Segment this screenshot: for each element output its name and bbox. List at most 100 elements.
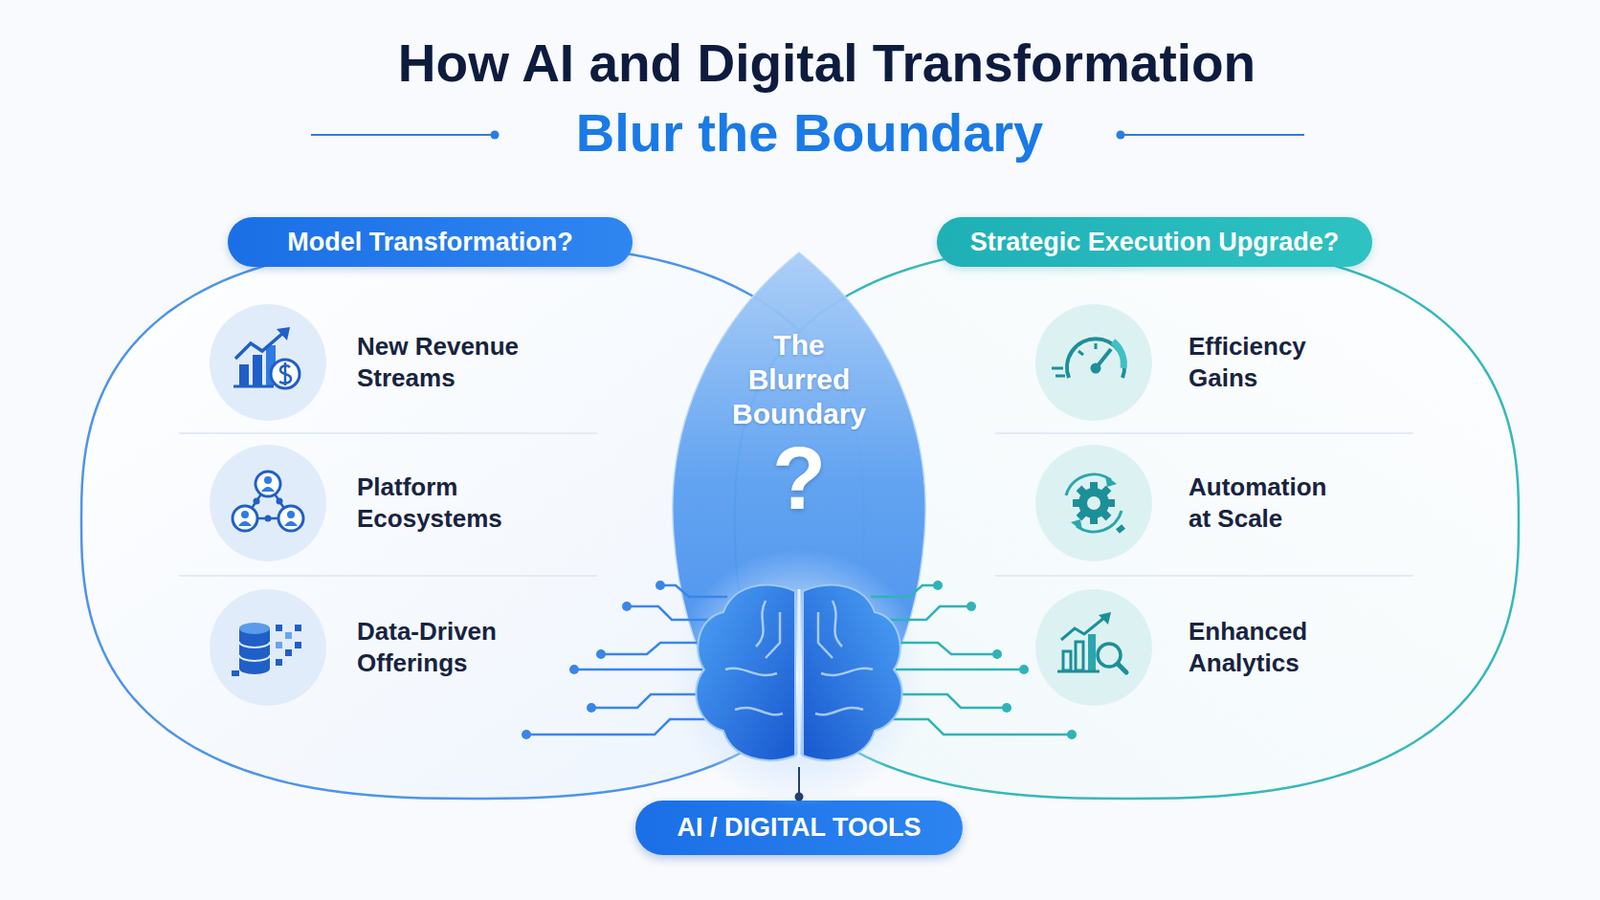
icon-gear-tooth bbox=[1089, 482, 1098, 490]
overlap-lens: The Blurred Boundary? bbox=[669, 250, 929, 768]
analytics-icon bbox=[1057, 612, 1127, 673]
icon-gear-tooth bbox=[1072, 499, 1081, 508]
icon-arrowhead bbox=[1098, 612, 1112, 625]
icon-pixel bbox=[275, 624, 283, 632]
icon-link bbox=[244, 517, 291, 521]
icon-gear-tooth bbox=[1100, 510, 1112, 521]
brain-folds bbox=[725, 600, 873, 715]
icon-gear-tooth bbox=[1076, 486, 1088, 497]
icon-gear-hole bbox=[1087, 496, 1101, 511]
group-heading: Model Transformation? bbox=[227, 217, 633, 267]
icon-bar bbox=[266, 345, 276, 386]
title-rule bbox=[1122, 133, 1305, 136]
icon-plug bbox=[231, 670, 240, 677]
icon-person-ring bbox=[232, 506, 258, 532]
brain-fold bbox=[765, 612, 780, 659]
item-label: Data-Driven Offerings bbox=[356, 616, 549, 680]
icon-coin bbox=[270, 359, 300, 389]
icon-pixel bbox=[294, 642, 302, 649]
icon-baseline bbox=[233, 385, 274, 389]
icon-person-ring bbox=[255, 471, 281, 497]
icon-bar bbox=[1088, 634, 1096, 671]
circuit-dot bbox=[992, 649, 1002, 660]
item-label: Efficiency Gains bbox=[1188, 331, 1347, 395]
brain-fold bbox=[832, 600, 843, 647]
circuit-line bbox=[600, 643, 705, 655]
icon-cycle-arrow bbox=[1076, 511, 1122, 533]
icon-lens bbox=[1097, 644, 1121, 667]
icon-speed-line bbox=[1051, 367, 1064, 371]
circuit-dot bbox=[1066, 730, 1077, 740]
icon-circle bbox=[209, 304, 327, 422]
icon-handle bbox=[1117, 664, 1127, 673]
circuit-line bbox=[888, 606, 972, 621]
brain-fold bbox=[821, 668, 873, 676]
icon-trend bbox=[235, 333, 284, 359]
brain-fold bbox=[725, 668, 778, 676]
question-mark: ? bbox=[669, 432, 929, 525]
icon-arrowhead bbox=[276, 327, 290, 341]
icon-person-head bbox=[241, 511, 249, 519]
icon-currency bbox=[279, 362, 291, 386]
icon-dot bbox=[276, 498, 284, 506]
item-label: Automation at Scale bbox=[1188, 471, 1347, 535]
icon-arrowhead bbox=[1070, 519, 1083, 532]
subtitle: Blur the Boundary bbox=[9, 102, 1600, 164]
circuit-dot bbox=[521, 730, 532, 740]
circuit-dot bbox=[596, 649, 606, 660]
circuit-dots bbox=[933, 580, 1077, 740]
brain-hemisphere bbox=[695, 585, 796, 761]
circuit-dot bbox=[655, 580, 666, 591]
network-icon bbox=[232, 471, 304, 532]
icon-person-ring bbox=[278, 506, 304, 532]
circuit-dot bbox=[1019, 665, 1029, 675]
circuit-line bbox=[870, 585, 938, 598]
icon-person-body bbox=[261, 487, 275, 492]
circuit-line bbox=[626, 606, 711, 621]
database-icon bbox=[231, 622, 302, 677]
brain-glow bbox=[669, 549, 929, 808]
icon-band bbox=[239, 655, 270, 662]
icon-circle bbox=[1035, 304, 1153, 422]
icon-person-head bbox=[287, 511, 295, 519]
tool-pill: AI / DIGITAL TOOLS bbox=[635, 800, 963, 856]
icon-pixel bbox=[294, 624, 302, 632]
icon-needle bbox=[1095, 349, 1112, 369]
circuit-line bbox=[882, 719, 1072, 735]
title: How AI and Digital Transformation bbox=[26, 32, 1600, 94]
icon-gear-tooth bbox=[1107, 499, 1115, 508]
circuit-lines bbox=[870, 585, 1072, 735]
divider bbox=[178, 432, 598, 435]
circuit-dot bbox=[1001, 703, 1012, 713]
icon-cycle-arrow bbox=[1066, 474, 1112, 496]
icon-dial bbox=[1066, 338, 1125, 378]
icon-tick bbox=[1078, 351, 1084, 356]
icon-gear-tooth bbox=[1076, 510, 1088, 521]
icon-trend bbox=[1061, 617, 1106, 641]
circuit-line bbox=[893, 643, 998, 655]
icon-circle bbox=[1035, 589, 1153, 707]
icon-pixel bbox=[285, 649, 292, 657]
brain-icon bbox=[695, 585, 902, 761]
circuit-line bbox=[660, 585, 728, 598]
circuit-line bbox=[591, 694, 707, 709]
icon-pivot bbox=[1090, 363, 1102, 375]
gear-icon bbox=[1066, 474, 1126, 534]
icon-gear-tooth bbox=[1089, 516, 1098, 525]
icon-dial-zone bbox=[1112, 341, 1124, 369]
icon-tick bbox=[1094, 343, 1098, 350]
icon-dot bbox=[265, 515, 272, 523]
brain-fold bbox=[815, 708, 864, 715]
icon-dot bbox=[253, 498, 261, 506]
icon-bar bbox=[1075, 642, 1084, 671]
item-label: Enhanced Analytics bbox=[1188, 616, 1347, 680]
icon-circle bbox=[209, 444, 327, 562]
circuit-dot bbox=[586, 703, 597, 713]
brain-fold bbox=[818, 612, 833, 659]
divider bbox=[178, 575, 598, 578]
gauge-icon bbox=[1051, 338, 1125, 378]
circuit-dot bbox=[569, 665, 579, 675]
circuit-dot bbox=[966, 601, 977, 612]
circuit-line bbox=[574, 668, 703, 672]
